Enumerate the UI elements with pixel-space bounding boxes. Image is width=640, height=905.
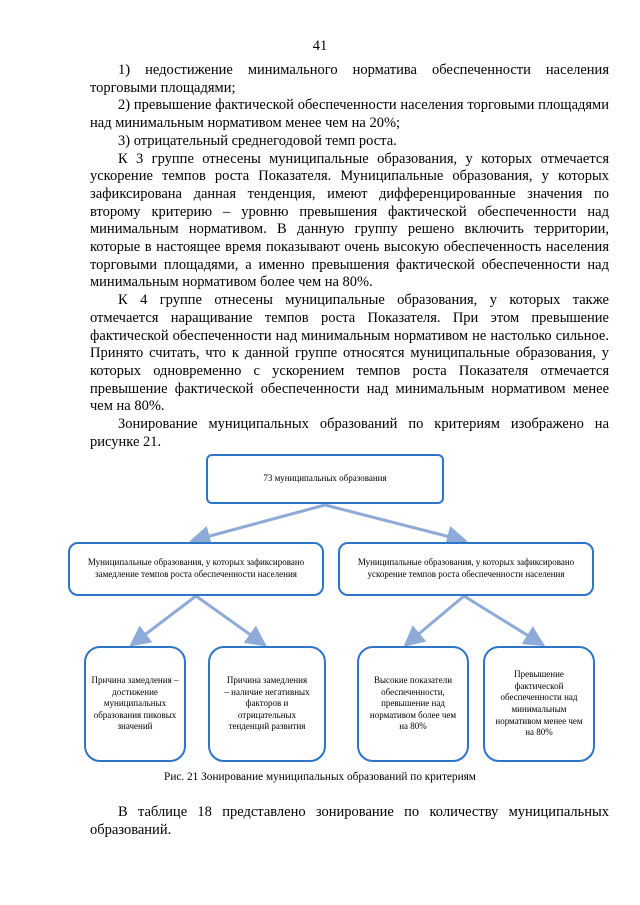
paragraph-figure-ref: Зонирование муниципальных образований по… bbox=[90, 416, 609, 450]
diagram-leaf-3: Высокие показатели обеспеченности, превы… bbox=[357, 646, 469, 762]
arrow-left-leaf1 bbox=[129, 594, 197, 647]
list-item-1: 1) недостижение минимального норматива о… bbox=[90, 62, 609, 96]
arrow-right-leaf4 bbox=[463, 594, 546, 647]
body-text: 1) недостижение минимального норматива о… bbox=[90, 62, 609, 451]
diagram-root-box: 73 муниципальных образования bbox=[206, 454, 444, 504]
arrow-root-right bbox=[324, 503, 468, 547]
list-item-3: 3) отрицательный среднегодовой темп рост… bbox=[118, 132, 397, 149]
diagram-leaf-2-label: Причина замедления – наличие негативных … bbox=[224, 675, 310, 732]
diagram-leaf-4-label: Превышение фактической обеспеченности на… bbox=[495, 669, 583, 738]
figure-caption: Рис. 21 Зонирование муниципальных образо… bbox=[164, 771, 476, 783]
closing-text: В таблице 18 представлено зонирование по… bbox=[90, 804, 609, 839]
diagram-leaf-1: Причина замедления – достижение муниципа… bbox=[84, 646, 186, 762]
paragraph-group-4: К 4 группе отнесены муниципальные образо… bbox=[90, 292, 609, 415]
diagram-right-label: Муниципальные образования, у которых заф… bbox=[357, 557, 575, 579]
arrow-left-leaf2 bbox=[195, 594, 267, 647]
diagram-leaf-4: Превышение фактической обеспеченности на… bbox=[483, 646, 595, 762]
paragraph-table-ref: В таблице 18 представлено зонирование по… bbox=[90, 804, 609, 838]
diagram-right-box: Муниципальные образования, у которых заф… bbox=[338, 542, 594, 596]
diagram-left-label: Муниципальные образования, у которых заф… bbox=[87, 557, 305, 579]
diagram-root-label: 73 муниципальных образования bbox=[263, 473, 387, 484]
page-number: 41 bbox=[312, 38, 328, 54]
arrow-root-left bbox=[189, 503, 326, 547]
list-item-2: 2) превышение фактической обеспеченности… bbox=[90, 97, 609, 132]
diagram-leaf-3-label: Высокие показатели обеспеченности, превы… bbox=[369, 675, 457, 732]
diagram-leaf-1-label: Причина замедления – достижение муниципа… bbox=[91, 675, 179, 732]
paragraph-group-3: К 3 группе отнесены муниципальные образо… bbox=[90, 150, 609, 291]
diagram-left-box: Муниципальные образования, у которых заф… bbox=[68, 542, 324, 596]
arrow-right-leaf3 bbox=[403, 594, 465, 647]
diagram-leaf-2: Причина замедления – наличие негативных … bbox=[208, 646, 326, 762]
